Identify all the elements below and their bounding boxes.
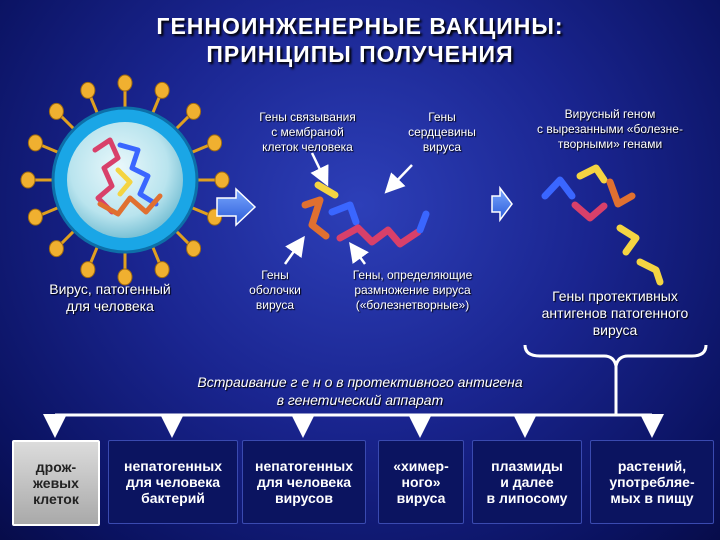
target-3-line-3: вируса: [396, 490, 446, 506]
virion-spike-head: [186, 102, 202, 120]
genes-binding-line-1: Гены связывания: [259, 110, 356, 124]
genes-core-label: Гены сердцевины вируса: [387, 110, 497, 155]
virion-spike-head: [48, 102, 64, 120]
genes-core-line-1: Гены: [428, 110, 456, 124]
virus-label: Вирус, патогенный для человека: [20, 281, 200, 315]
genes-envelope-label: Гены оболочки вируса: [235, 268, 315, 313]
target-box-viruses: непатогенных для человека вирусов: [242, 440, 366, 524]
target-0-line-1: дрож-: [35, 459, 77, 475]
target-2-line-3: вирусов: [275, 490, 333, 506]
virion-spike-head: [154, 261, 170, 279]
genes-core-line-3: вируса: [422, 140, 462, 154]
target-0-line-2: жевых: [33, 475, 79, 491]
title-line-2: ПРИНЦИПЫ ПОЛУЧЕНИЯ: [206, 41, 514, 67]
target-box-chimeric-virus: «химер- ного» вируса: [378, 440, 464, 524]
protective-genes-brace: [523, 344, 708, 367]
target-3-line-1: «химер-: [393, 458, 449, 474]
virion-spike-stalk: [39, 143, 61, 155]
flow-arrow-2: [491, 185, 513, 223]
target-5-line-3: мых в пищу: [610, 490, 694, 506]
genes-replication-line-3: («болезнетворные»): [355, 298, 470, 312]
virion-spike-stalk: [58, 228, 77, 247]
target-1-line-2: для человека: [125, 474, 220, 490]
virion-spike-head: [186, 240, 202, 258]
virion-spike-stalk: [189, 205, 211, 217]
virion-spike-head: [117, 268, 133, 286]
title-line-1: ГЕННОИНЖЕНЕРНЫЕ ВАКЦИНЫ:: [156, 13, 564, 39]
target-5-line-1: растений,: [617, 458, 687, 474]
genes-envelope-line-2: оболочки: [249, 283, 301, 297]
virion-spike-stalk: [39, 205, 61, 217]
gene-segments-right: [541, 164, 664, 286]
page-title: ГЕННОИНЖЕНЕРНЫЕ ВАКЦИНЫ: ПРИНЦИПЫ ПОЛУЧЕ…: [0, 12, 720, 68]
virion-spike-stalk: [173, 113, 192, 132]
virion-spike-stalk: [150, 244, 162, 266]
virion-spike-head: [20, 171, 36, 189]
virion-spike-stalk: [88, 94, 100, 116]
viral-genome-line-2: с вырезанными «болезне-: [537, 122, 683, 136]
viral-genome-label: Вирусный геном с вырезанными «болезне- т…: [515, 107, 705, 152]
genes-binding-line-3: клеток человека: [262, 140, 353, 154]
flow-arrow-1: [216, 187, 257, 227]
target-2-line-2: для человека: [256, 474, 351, 490]
virion-spike-head: [27, 208, 43, 226]
target-4-line-2: и далее: [500, 474, 554, 490]
gene-segments-middle: [301, 181, 430, 248]
virion-spike-head: [214, 171, 230, 189]
target-4-line-3: в липосому: [486, 490, 568, 506]
virion-spike-head: [48, 240, 64, 258]
virion-spike-stalk: [88, 244, 100, 266]
virion-spike-stalk: [173, 228, 192, 247]
viral-genome-line-1: Вирусный геном: [564, 107, 656, 121]
virion-spike-stalk: [189, 143, 211, 155]
virion-spike-head: [80, 261, 96, 279]
insertion-line-1: Встраивание г е н о в протективного анти…: [197, 374, 523, 390]
genes-binding-line-2: с мембраной: [271, 125, 344, 139]
virion-spike-head: [207, 134, 223, 152]
genes-core-line-2: сердцевины: [408, 125, 476, 139]
viral-genome-line-3: творными» генами: [557, 137, 663, 151]
insertion-line-2: в генетический аппарат: [276, 392, 444, 408]
virion-spike-stalk: [150, 94, 162, 116]
target-box-plants: растений, употребляе- мых в пищу: [590, 440, 714, 524]
target-4-line-1: плазмиды: [491, 458, 563, 474]
target-box-plasmids: плазмиды и далее в липосому: [472, 440, 582, 524]
target-2-line-1: непатогенных: [255, 458, 353, 474]
genes-envelope-line-1: Гены: [261, 268, 289, 282]
genes-protective-line-1: Гены протективных: [552, 288, 678, 304]
virion-spikes: [20, 74, 230, 286]
virion-spike-head: [80, 81, 96, 99]
genes-replication-line-2: размножение вируса: [354, 283, 471, 297]
insertion-caption: Встраивание г е н о в протективного анти…: [100, 373, 620, 409]
virion-genome: [92, 137, 163, 217]
connector-tree: [43, 366, 664, 438]
target-0-line-3: клеток: [33, 491, 79, 507]
virion-spike-head: [154, 81, 170, 99]
genes-protective-line-2: антигенов патогенного: [541, 305, 689, 321]
virion-spike-head: [27, 134, 43, 152]
virus-label-line-1: Вирус, патогенный: [49, 281, 171, 297]
virus-label-line-2: для человека: [66, 298, 154, 314]
genes-protective-label: Гены протективных антигенов патогенного …: [515, 288, 715, 339]
genes-replication-line-1: Гены, определяющие: [352, 268, 473, 282]
genes-envelope-line-3: вируса: [255, 298, 295, 312]
genes-protective-line-3: вируса: [592, 322, 638, 338]
genes-replication-label: Гены, определяющие размножение вируса («…: [325, 268, 500, 313]
virion-spike-stalk: [58, 113, 77, 132]
target-box-yeast: дрож- жевых клеток: [12, 440, 100, 526]
target-box-bacteria: непатогенных для человека бактерий: [108, 440, 238, 524]
target-1-line-3: бактерий: [141, 490, 205, 506]
genes-binding-label: Гены связывания с мембраной клеток челов…: [245, 110, 370, 155]
virion-spike-head: [117, 74, 133, 92]
target-5-line-2: употребляе-: [609, 474, 695, 490]
target-3-line-2: ного»: [401, 474, 441, 490]
target-1-line-1: непатогенных: [124, 458, 222, 474]
virion-illustration: [20, 74, 230, 286]
pointer-arrows: [283, 152, 413, 265]
